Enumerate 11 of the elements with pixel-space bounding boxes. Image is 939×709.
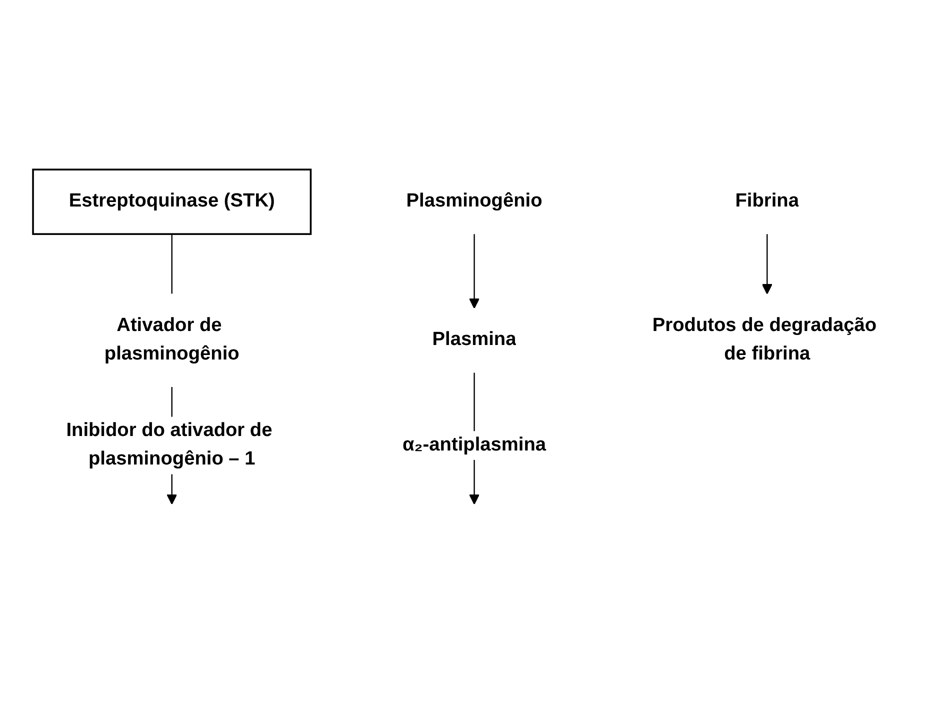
edge-label: α₂-antiplasmina [402,434,546,455]
node-text: Plasminogênio [406,190,542,212]
node-text: Plasmina [432,329,516,350]
edge-label: Inibidor do ativador de plasminogênio – 1 [66,420,272,470]
node-text: Fibrina [735,190,799,212]
node-text: Produtos de degradação de fibrina [652,315,877,364]
node-box: Estreptoquinase (STK) [32,168,312,235]
arrow [762,234,772,294]
arrow [469,234,480,308]
node-text: Ativador de plasminogênio [104,315,240,364]
connector [171,234,172,294]
